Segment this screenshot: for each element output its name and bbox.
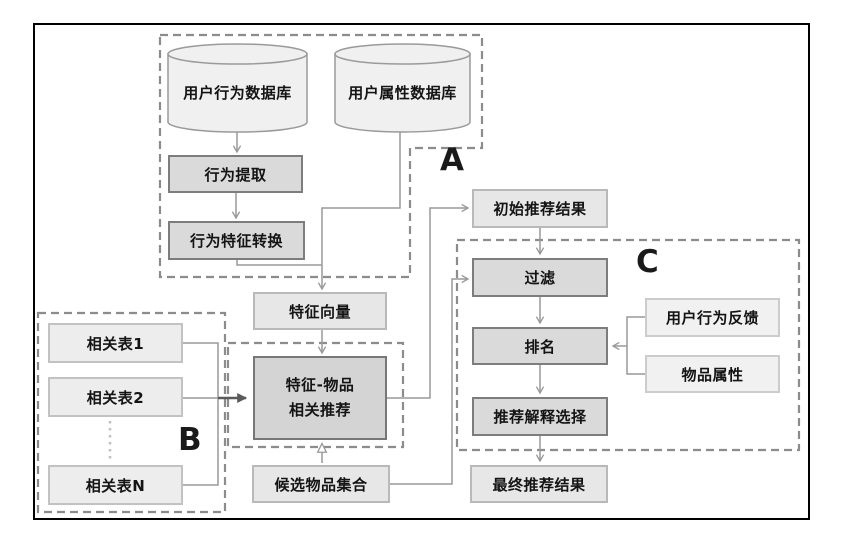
region-c-label: C xyxy=(636,244,659,280)
node-initial-result: 初始推荐结果 xyxy=(472,189,608,228)
database-attribute-label: 用户属性数据库 xyxy=(348,83,457,102)
region-b-outline xyxy=(36,311,227,514)
node-filter: 过滤 xyxy=(472,258,608,297)
connector-lines xyxy=(183,132,645,486)
node-final-result: 最终推荐结果 xyxy=(470,465,608,503)
database-behavior-label: 用户行为数据库 xyxy=(183,83,292,102)
node-explanation-select: 推荐解释选择 xyxy=(472,397,608,436)
region-b-label: B xyxy=(178,422,202,458)
node-feature-item-recommendation: 特征-物品 相关推荐 xyxy=(253,356,387,440)
node-item-attributes: 物品属性 xyxy=(645,355,780,393)
node-related-table-2: 相关表2 xyxy=(48,377,183,417)
node-candidate-item-set: 候选物品集合 xyxy=(252,465,390,503)
region-a-outline xyxy=(158,33,484,279)
node-behavior-extract: 行为提取 xyxy=(168,155,303,193)
node-user-behavior-feedback: 用户行为反馈 xyxy=(645,298,780,337)
region-c-outline xyxy=(455,238,801,452)
node-behavior-feature-convert: 行为特征转换 xyxy=(168,221,305,260)
node-related-table-1: 相关表1 xyxy=(48,323,183,363)
feature-item-dashed-outline xyxy=(226,341,405,449)
database-cylinder-behavior-icon xyxy=(167,43,308,133)
node-related-table-n: 相关表N xyxy=(48,465,183,505)
region-a-label: A xyxy=(440,142,464,178)
node-rank: 排名 xyxy=(472,327,608,365)
node-feature-vector: 特征向量 xyxy=(253,292,387,330)
database-cylinder-attribute-icon xyxy=(334,43,471,133)
